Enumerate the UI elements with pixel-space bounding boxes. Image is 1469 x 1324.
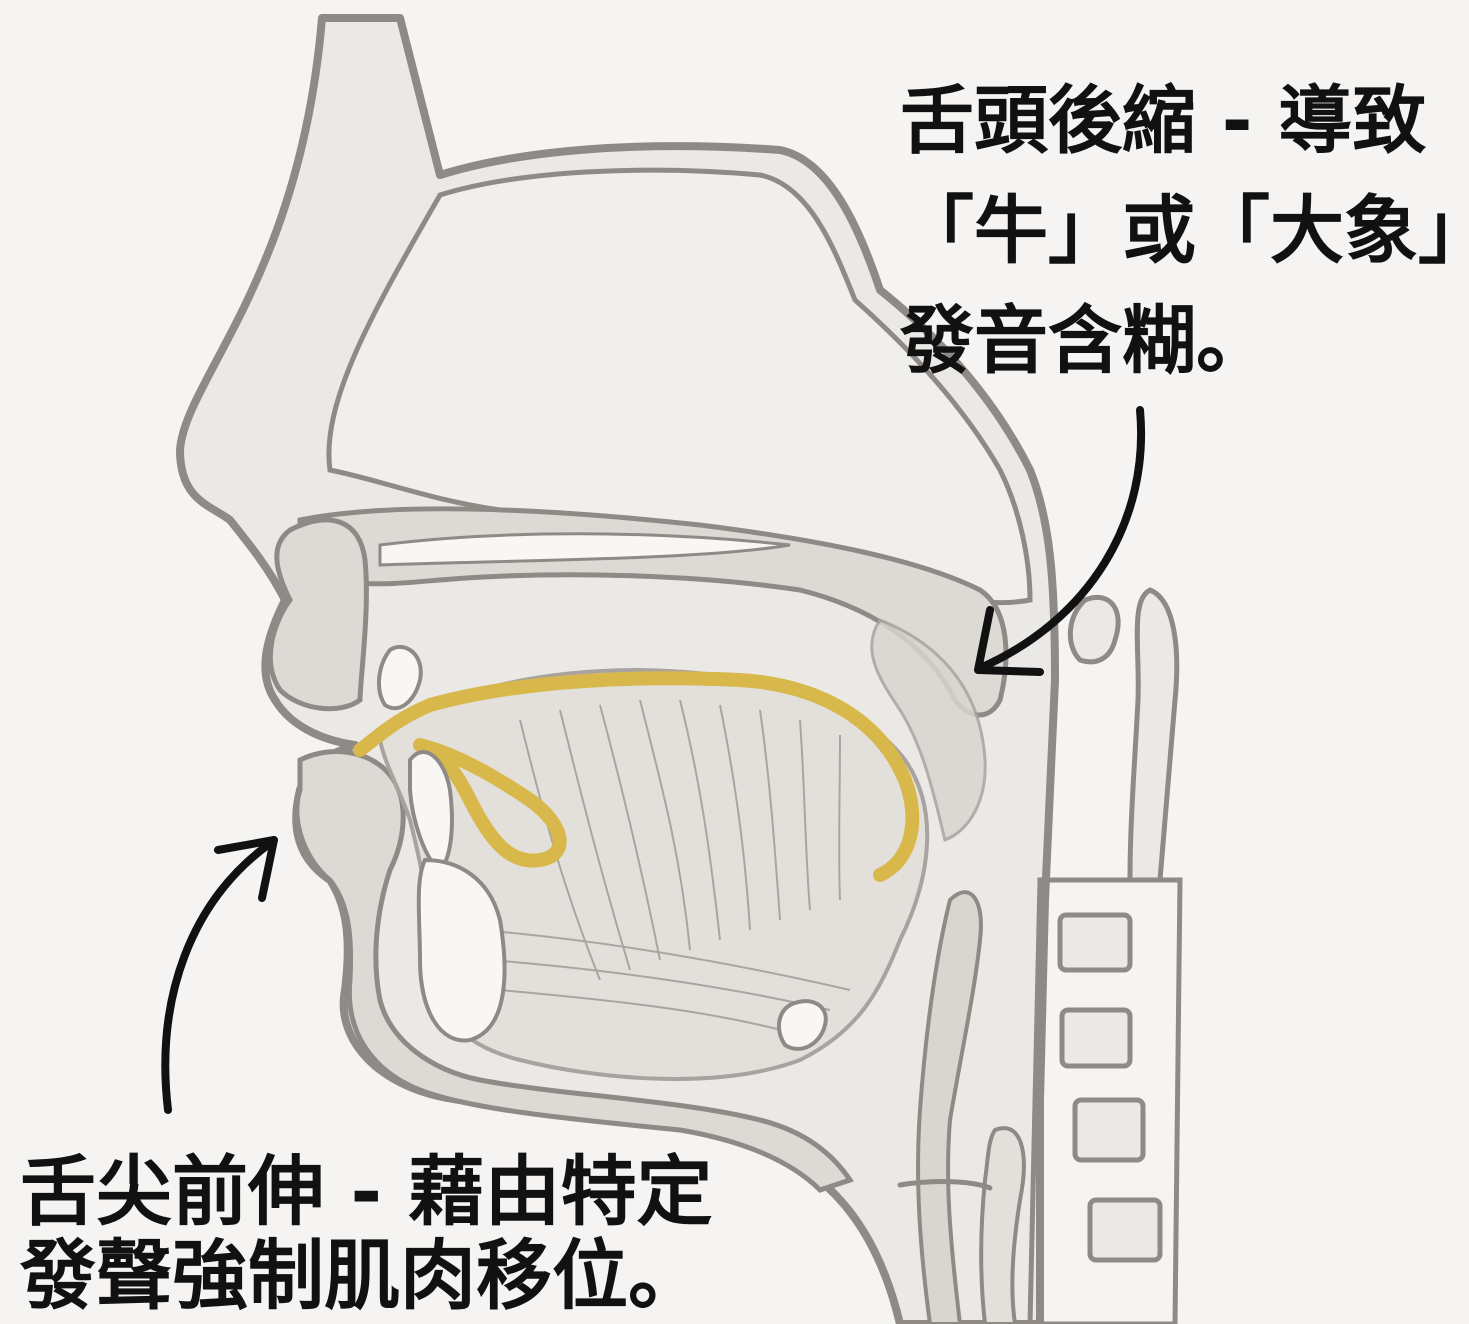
annotation-bottom-line-1: 舌尖前伸 - 藉由特定 [20, 1150, 712, 1234]
vertebra-2 [1062, 1010, 1130, 1066]
vertebra-1 [1060, 915, 1130, 970]
annotation-top-line-3: 發音含糊。 [900, 286, 1469, 396]
annotation-tongue-tip-forward: 舌尖前伸 - 藉由特定 發聲強制肌肉移位。 [20, 1150, 712, 1318]
vertebra-4 [1090, 1200, 1160, 1260]
annotation-top-line-1: 舌頭後縮 - 導致 [900, 66, 1469, 176]
vertebra-3 [1075, 1100, 1143, 1160]
upper-lip [270, 520, 366, 709]
annotation-top-line-2: 「牛」或「大象」 [900, 176, 1469, 286]
annotation-tongue-retraction: 舌頭後縮 - 導致 「牛」或「大象」 發音含糊。 [900, 66, 1469, 396]
arrow-tongue-tip [165, 840, 274, 1110]
annotation-bottom-line-2: 發聲強制肌肉移位。 [20, 1234, 712, 1318]
